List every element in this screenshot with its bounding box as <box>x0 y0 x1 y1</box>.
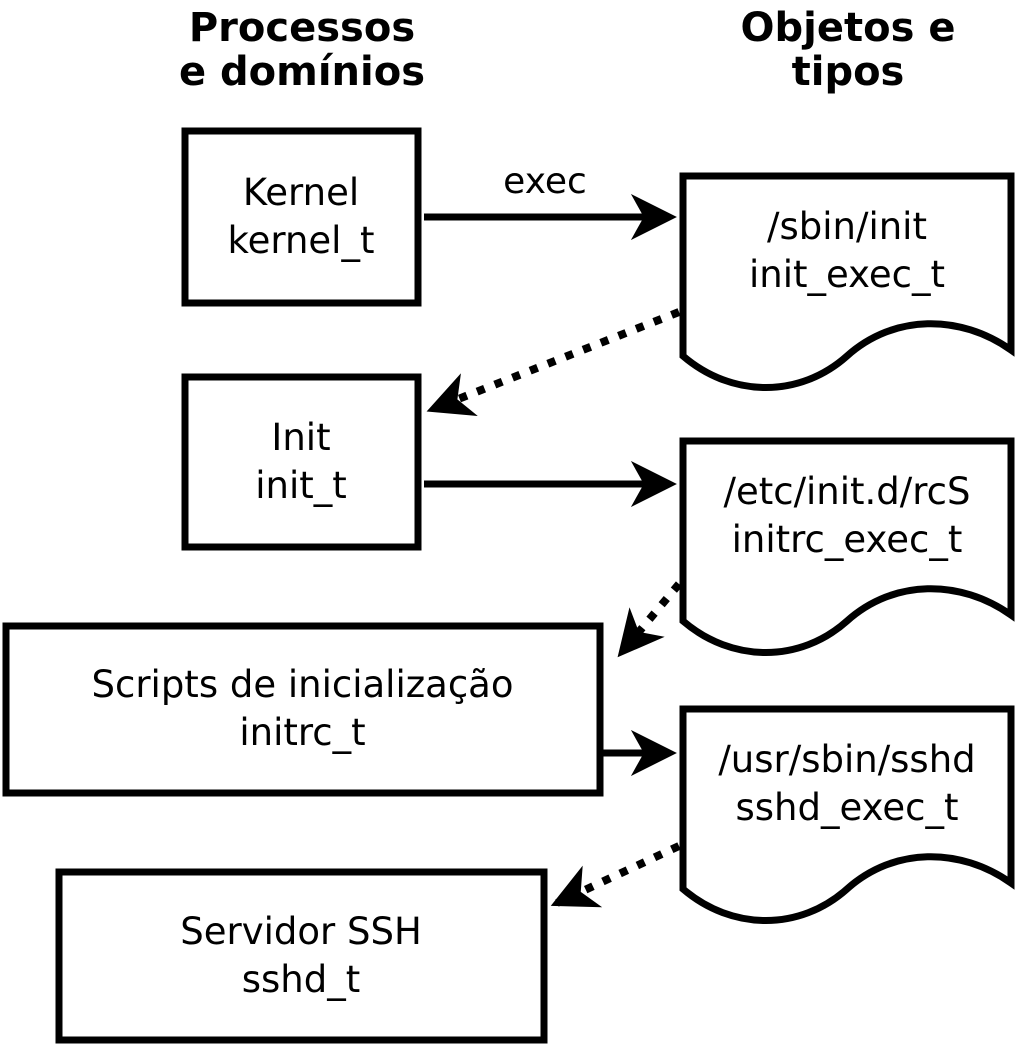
process-name: Servidor SSH <box>180 909 422 953</box>
object-path: /sbin/init <box>767 205 927 248</box>
process-domain: initrc_t <box>239 711 366 754</box>
process-box-initrc <box>2 622 604 797</box>
process-label-sshd: Servidor SSH sshd_t <box>55 868 547 1043</box>
object-doc-initrc-exec <box>679 437 1015 656</box>
left-column-header-line1: Processos <box>188 5 416 51</box>
object-type: init_exec_t <box>748 253 945 296</box>
object-label-sshd-exec: /usr/sbin/sshd sshd_exec_t <box>680 709 1014 859</box>
process-name: Kernel <box>242 171 360 214</box>
process-label-init: Init init_t <box>181 374 421 550</box>
process-box-init <box>181 373 422 551</box>
process-box-kernel <box>181 127 422 307</box>
exec-edge-label: exec <box>503 161 587 202</box>
right-column-header-line2: tipos <box>791 49 905 95</box>
object-type: initrc_exec_t <box>731 518 963 561</box>
object-doc-sshd-exec <box>679 705 1015 924</box>
object-type: sshd_exec_t <box>735 786 959 829</box>
process-name: Init <box>271 416 331 459</box>
right-column-header: Objetos e tipos <box>688 6 1008 94</box>
object-path: /etc/init.d/rcS <box>723 470 971 513</box>
process-label-initrc: Scripts de inicialização initrc_t <box>2 622 603 796</box>
process-name: Scripts de inicialização <box>91 663 514 706</box>
process-label-kernel: Kernel kernel_t <box>181 128 421 306</box>
process-box-sshd <box>55 868 548 1044</box>
process-domain: init_t <box>255 464 347 507</box>
right-column-header-line1: Objetos e <box>740 5 956 51</box>
object-label-initrc-exec: /etc/init.d/rcS initrc_exec_t <box>680 441 1014 591</box>
process-domain: sshd_t <box>241 957 361 1001</box>
left-column-header-line2: e domínios <box>178 49 426 95</box>
left-column-header: Processos e domínios <box>142 6 462 94</box>
process-domain: kernel_t <box>227 219 375 262</box>
arrow-transition-sbin-init-to-init-t <box>426 308 681 417</box>
object-doc-init-exec <box>679 172 1015 391</box>
object-path: /usr/sbin/sshd <box>718 738 976 781</box>
object-label-init-exec: /sbin/init init_exec_t <box>680 176 1014 326</box>
arrow-transition-rcs-to-initrc-t <box>617 581 683 658</box>
arrow-transition-sshd-to-sshd-t <box>550 842 681 908</box>
